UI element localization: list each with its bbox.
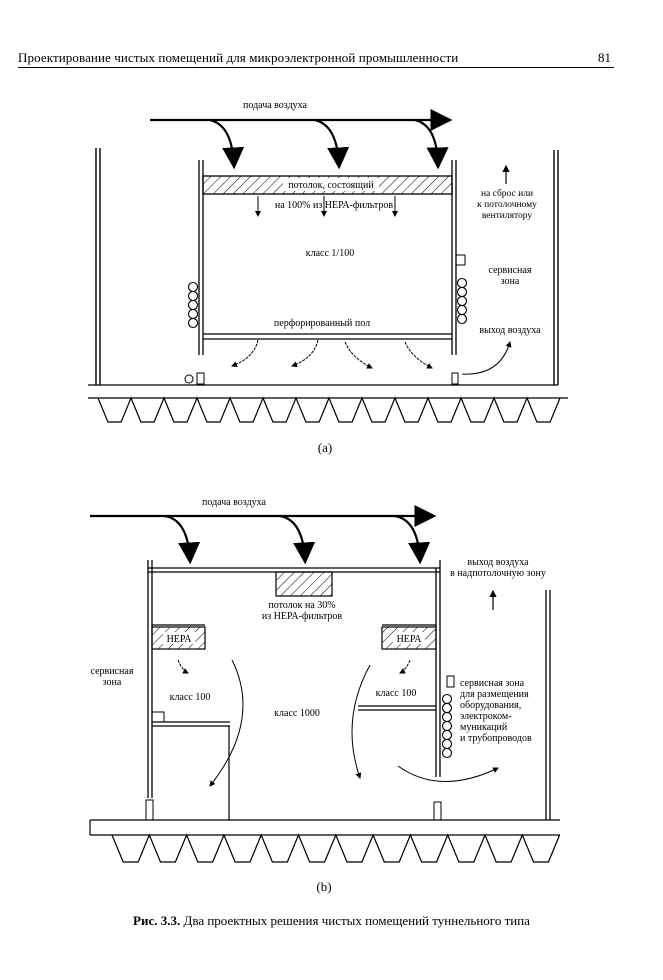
supply-branch-arrow bbox=[279, 514, 316, 565]
service-zone-label: сервисная bbox=[489, 265, 532, 276]
pipes-right bbox=[441, 693, 453, 759]
figure-a: подача воздуха потолок, состоящий на 100… bbox=[88, 100, 568, 455]
service-zone-label: электроком- bbox=[460, 711, 512, 722]
flow-arrow bbox=[397, 765, 499, 782]
ceiling-label: на 100% из НЕРА-фильтров bbox=[275, 200, 394, 211]
caption-text: Два проектных решения чистых помещений т… bbox=[180, 913, 530, 928]
class-label: класс 1000 bbox=[274, 708, 320, 719]
service-zone-label: оборудования, bbox=[460, 700, 521, 711]
exhaust-label: вентилятору bbox=[482, 211, 532, 221]
supply-branch-arrow bbox=[394, 514, 431, 565]
floor-flow-arrow bbox=[231, 339, 259, 368]
service-zone-label: сервисная зона bbox=[460, 678, 525, 689]
air-out-label: выход воздуха bbox=[467, 557, 529, 568]
flow-arrow bbox=[177, 659, 189, 674]
caption-prefix: Рис. 3.3. bbox=[133, 913, 181, 928]
exhaust-label: на сброс или bbox=[481, 188, 533, 199]
ceiling-label: из НЕРА-фильтров bbox=[262, 611, 342, 622]
floor-post bbox=[433, 801, 442, 821]
class-label: класс 1/100 bbox=[306, 248, 354, 259]
ceiling-label-bg bbox=[266, 198, 402, 211]
supply-branch-arrow bbox=[414, 118, 449, 170]
service-zone-label: для размещения bbox=[460, 689, 529, 700]
air-supply-label: подача воздуха bbox=[202, 497, 267, 508]
figure-caption: Рис. 3.3. Два проектных решения чистых п… bbox=[0, 913, 663, 929]
wall-box bbox=[455, 254, 466, 266]
floor-post bbox=[145, 799, 154, 821]
bench-detail bbox=[151, 711, 165, 723]
supply-branch-arrow bbox=[209, 118, 245, 170]
pipes-right bbox=[456, 277, 468, 325]
service-zone-label: сервисная bbox=[91, 666, 134, 677]
pipes-left bbox=[187, 281, 199, 329]
air-out-label: в надпотолочную зону bbox=[450, 568, 546, 579]
center-hepa-filter bbox=[275, 571, 333, 597]
hepa-label-bg bbox=[393, 632, 425, 644]
exhaust-label: к потолочному bbox=[477, 200, 537, 210]
figure-b: подача воздуха потолок на 30% из НЕРА-фи… bbox=[89, 497, 561, 894]
floor-object bbox=[451, 372, 459, 385]
page-number: 81 bbox=[598, 50, 611, 65]
figure-label: (b) bbox=[316, 879, 331, 894]
service-zone-label: муникаций bbox=[460, 722, 508, 733]
class-label: класс 100 bbox=[376, 688, 417, 699]
class-label: класс 100 bbox=[170, 692, 211, 703]
supply-branch-arrow bbox=[314, 118, 350, 170]
floor-object bbox=[184, 374, 194, 384]
ceiling-label: потолок на 30% bbox=[268, 600, 335, 611]
ceiling-label: потолок, состоящий bbox=[288, 180, 374, 191]
flow-arrow bbox=[351, 664, 371, 779]
hepa-label: НЕРА bbox=[397, 634, 423, 645]
waffle-slab bbox=[111, 833, 561, 863]
air-out-label: выход воздуха bbox=[479, 325, 541, 336]
equipment-box bbox=[446, 675, 455, 688]
waffle-slab bbox=[97, 396, 561, 423]
air-out-arrow bbox=[461, 341, 512, 375]
floor-label: перфорированный пол bbox=[274, 318, 370, 329]
hepa-label-bg bbox=[163, 632, 195, 644]
flow-arrow bbox=[399, 659, 411, 674]
floor-flow-arrow bbox=[404, 341, 433, 369]
figure-label: (a) bbox=[318, 440, 332, 455]
air-supply-label: подача воздуха bbox=[243, 100, 308, 111]
flow-arrow bbox=[209, 659, 244, 787]
floor-flow-arrow bbox=[344, 341, 373, 369]
service-zone-label: зона bbox=[501, 276, 520, 287]
header-rule bbox=[18, 67, 614, 68]
floor-object bbox=[196, 372, 205, 385]
supply-branch-arrow bbox=[164, 514, 201, 565]
ceiling-label-bg bbox=[283, 178, 379, 191]
service-zone-label: и трубопроводов bbox=[460, 733, 532, 744]
service-zone-label: зона bbox=[103, 677, 122, 688]
hepa-label: НЕРА bbox=[167, 634, 193, 645]
floor-flow-arrow bbox=[291, 339, 319, 368]
running-header: Проектирование чистых помещений для микр… bbox=[18, 50, 459, 65]
